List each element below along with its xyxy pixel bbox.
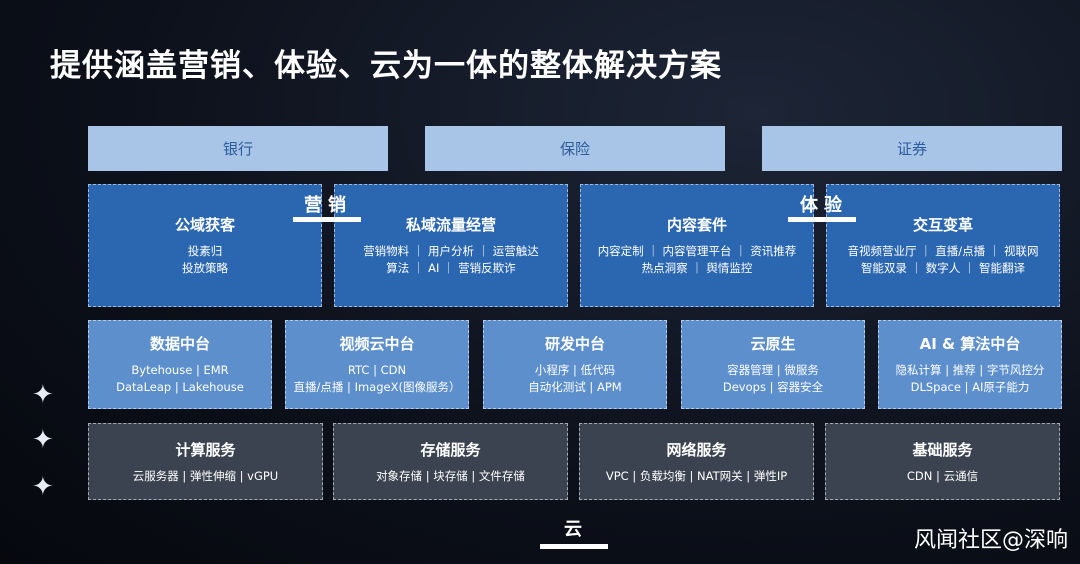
capability-box: 内容套件内容定制 ｜ 内容管理平台 ｜ 资讯推荐热点洞察 ｜ 舆情监控 [580,184,814,307]
box-line: Devops | 容器安全 [722,380,824,394]
box-line: 隐私计算 | 推荐 | 字节风控分 [895,363,1045,377]
capability-box: 基础服务 CDN | 云通信 [825,423,1060,500]
box-title: 研发中台 [544,335,605,353]
box-title: 计算服务 [175,440,236,459]
box-line: 音视频营业厅 ｜ 直播/点播 ｜ 视联网 [847,244,1039,258]
section-label-experience: 体验 [800,195,848,216]
box-title: 视频云中台 [339,335,415,353]
box-line: 算法 ｜ AI ｜ 营销反欺诈 [386,261,516,275]
industry-securities: 证券 [762,126,1062,171]
watermark-text: 风闻社区@深响 [913,528,1068,553]
capability-box: 云原生容器管理 | 微服务 Devops | 容器安全 [681,320,865,409]
section-underline [788,217,856,222]
box-line: CDN | 云通信 [906,468,979,483]
capability-box: 私域流量经营营销物料 ｜ 用户分析 ｜ 运营触达算法 ｜ AI ｜ 营销反欺诈 [334,184,568,307]
box-line: DataLeap | Lakehouse [116,380,244,394]
box-line: 小程序 | 低代码 [534,363,616,377]
box-line: 对象存储 | 块存储 | 文件存储 [376,468,525,483]
capability-box: 数据中台 Bytehouse | EMR DataLeap | Lakehouse [88,320,272,409]
box-line: 营销物料 ｜ 用户分析 ｜ 运营触达 [363,244,539,258]
box-title: 交互变革 [912,216,973,234]
box-title: 私域流量经营 [405,216,496,234]
box-line: 热点洞察 ｜ 舆情监控 [641,261,753,275]
capability-box: 交互变革音视频营业厅 ｜ 直播/点播 ｜ 视联网智能双录 ｜ 数字人 ｜ 智能翻… [826,184,1060,307]
box-title: 数据中台 [149,335,210,353]
box-line: 内容定制 ｜ 内容管理平台 ｜ 资讯推荐 [597,244,797,258]
section-label-cloud: 云 [564,519,588,540]
box-line: Bytehouse | EMR [131,363,229,377]
section-underline [293,217,361,222]
box-line: RTC | CDN [347,363,407,377]
box-title: AI & 算法中台 [919,335,1021,353]
box-title: 内容套件 [666,216,727,234]
box-title: 云原生 [750,335,796,353]
box-title: 基础服务 [912,440,973,459]
capability-box: 公域获客投素归投放策略 [88,184,322,307]
box-line: 智能双录 ｜ 数字人 ｜ 智能翻译 [860,261,1026,275]
capability-box: 研发中台小程序 | 低代码自动化测试 | APM [483,320,667,409]
box-title: 公域获客 [174,216,235,234]
box-title: 存储服务 [420,440,481,459]
box-line: 自动化测试 | APM [528,380,622,394]
capability-box: 视频云中台 RTC | CDN 直播/点播 | ImageX(图像服务） [285,320,469,409]
page-title: 提供涵盖营销、体验、云为一体的整体解决方案 [50,48,722,84]
box-line: 云服务器 | 弹性伸缩 | vGPU [132,468,279,483]
box-line: DLSpace | AI原子能力 [910,380,1030,394]
box-line: 容器管理 | 微服务 [727,363,819,377]
industry-bank: 银行 [88,126,388,171]
sparkle-icon: ✦ [32,380,54,410]
box-line: VPC | 负载均衡 | NAT网关 | 弹性IP [605,468,788,483]
box-line: 投放策略 [182,261,228,275]
industry-insurance: 保险 [425,126,725,171]
box-line: 直播/点播 | ImageX(图像服务） [293,380,461,394]
sparkle-icon: ✦ [32,425,54,455]
section-underline [540,544,608,549]
capability-box: 计算服务云服务器 | 弹性伸缩 | vGPU [88,423,323,500]
section-label-marketing: 营销 [304,195,352,216]
capability-box: 网络服务 VPC | 负载均衡 | NAT网关 | 弹性IP [579,423,814,500]
box-title: 网络服务 [666,440,727,459]
box-line: 投素归 [187,244,223,258]
capability-box: 存储服务对象存储 | 块存储 | 文件存储 [333,423,568,500]
capability-box: AI & 算法中台隐私计算 | 推荐 | 字节风控分 DLSpace | AI原子… [878,320,1062,409]
sparkle-icon: ✦ [32,472,54,502]
